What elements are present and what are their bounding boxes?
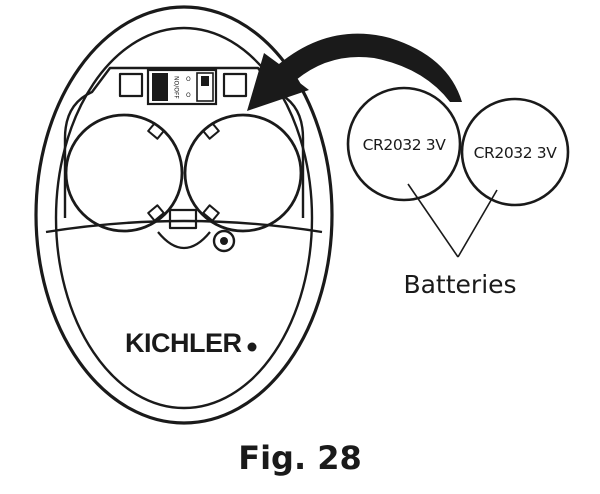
brand-logo: KICHLER — [125, 328, 242, 358]
dip-switch-mark-top: O — [186, 76, 191, 83]
battery-1 — [346, 86, 462, 202]
loose-batteries: CR2032 3V CR2032 3V — [346, 86, 570, 207]
insert-arrow-icon — [247, 33, 462, 111]
battery-1-label: CR2032 3V — [363, 136, 447, 154]
remote-inner-shell — [54, 26, 314, 410]
arrow-shaft — [247, 33, 462, 111]
latch-notch — [157, 231, 211, 249]
battery-compartment — [63, 66, 305, 218]
batteries-callout-label: Batteries — [403, 270, 516, 299]
compartment-lid-edge — [45, 219, 323, 234]
battery-2-label: CR2032 3V — [474, 144, 558, 162]
battery-slot-right — [183, 113, 303, 233]
figure-caption: Fig. 28 — [238, 439, 362, 477]
dip-switch-slider-left — [152, 73, 168, 101]
battery-clips — [147, 122, 220, 222]
screw-center — [220, 237, 228, 245]
remote-control — [34, 5, 334, 425]
brand-logo-dot — [247, 342, 257, 352]
remote-outer-shell — [34, 5, 334, 425]
dip-switch-knob — [201, 76, 209, 86]
callout-lines — [407, 183, 498, 258]
dip-switch-label-left: NO/OFF — [173, 76, 180, 99]
battery-2 — [460, 97, 570, 207]
compartment-tab-right — [222, 72, 248, 98]
dip-switch: NO/OFF O O — [146, 68, 218, 106]
compartment-tab-left — [118, 72, 144, 98]
dip-switch-mark-bottom: O — [186, 92, 191, 99]
screw-icon — [212, 229, 236, 253]
compartment-latch — [168, 208, 198, 230]
battery-slot-left — [64, 113, 184, 233]
